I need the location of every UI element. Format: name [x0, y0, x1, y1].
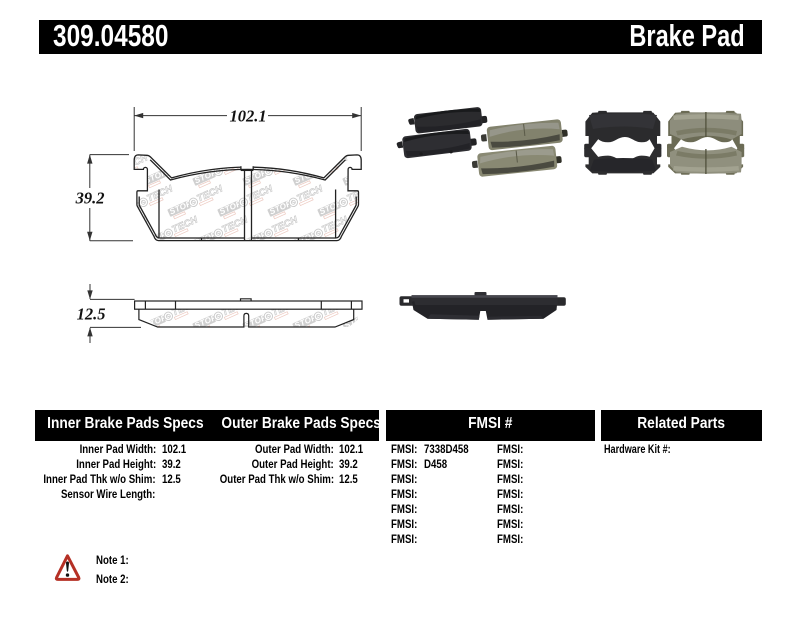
svg-text:102.1: 102.1	[229, 107, 266, 126]
svg-text:12.5: 12.5	[77, 305, 106, 324]
svg-text:39.2: 39.2	[75, 189, 105, 208]
